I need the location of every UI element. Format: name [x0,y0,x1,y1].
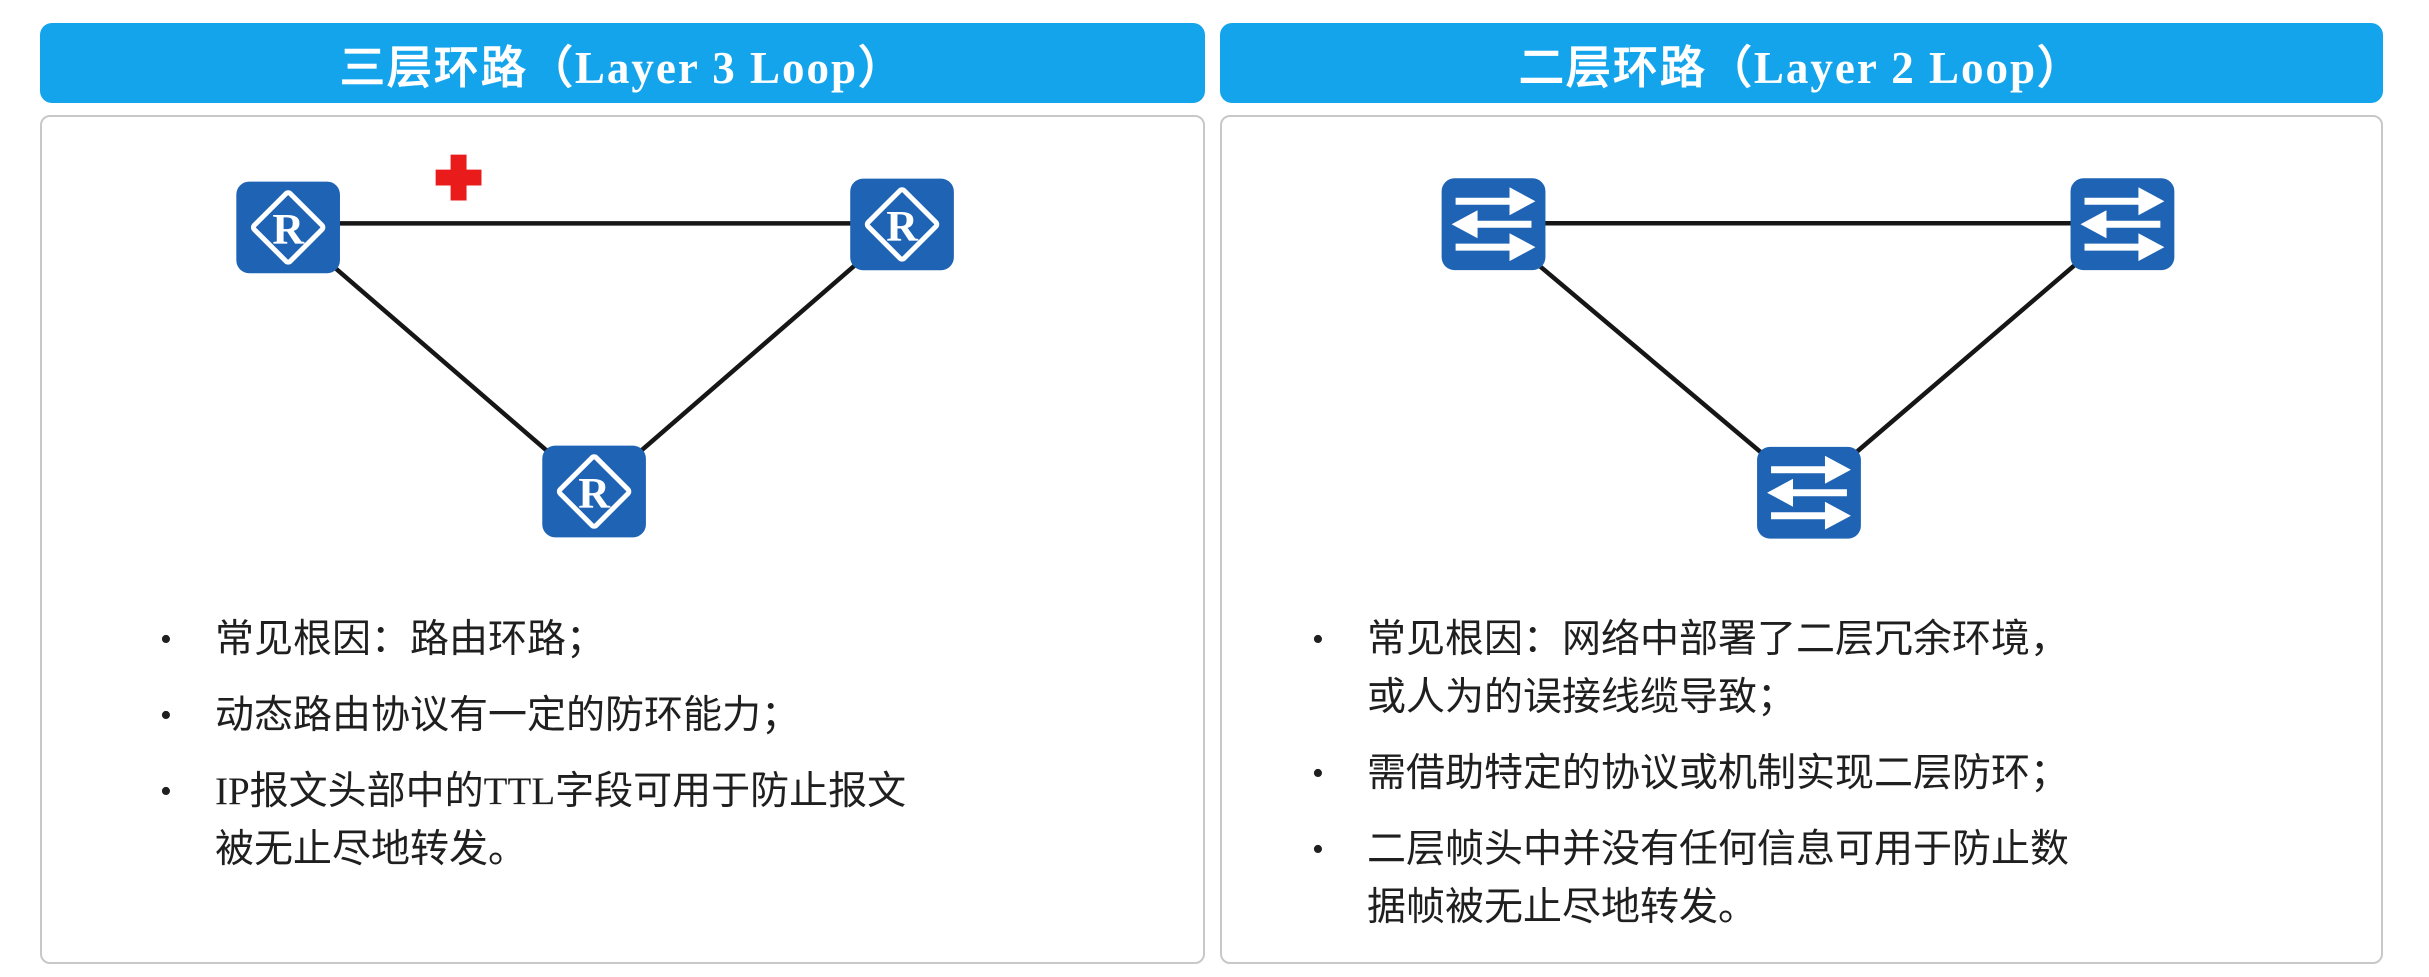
link-router2-router3 [592,222,904,494]
layer2-links [1492,220,2124,495]
switch-arrow-right [2084,187,2165,216]
switch-arrow-right [1771,455,1851,484]
switch-arrow-left [2080,210,2161,239]
layer2-panel-title: 二层环路（Layer 2 Loop） [1220,23,2383,103]
bullet-text: 需借助特定的协议或机制实现二层防环； [1367,752,2070,795]
layer3-panel-body: R R R • 常见根因：路由环路； • 动态路由协议 [40,115,1205,964]
router-icon: R [236,181,340,274]
bullet-marker: • [160,621,172,658]
bullet-marker: • [1312,831,1324,868]
link-switch1-switch3 [1492,225,1811,495]
bullet-text: 动态路由协议有一定的防环能力； [215,694,801,737]
bullet-marker: • [160,697,172,734]
router-icon-box [236,181,340,274]
switch-arrow-left [1767,478,1847,507]
switch-arrow-left [1451,210,1532,239]
layer3-topology-diagram: R R R [236,154,954,538]
bullet-marker: • [160,773,172,810]
bullet-text: IP报文头部中的TTL字段可用于防止报文 被无止尽地转发。 [215,770,907,871]
link-router1-router3 [286,225,596,494]
list-item: • 常见根因：路由环路； [42,611,1183,669]
switch-arrow-right [1455,233,1536,262]
router-letter: R [578,469,611,517]
router-icon-box [850,178,954,271]
switch-arrow-right [1455,187,1536,216]
layer3-bullet-list: • 常见根因：路由环路； • 动态路由协议有一定的防环能力； • IP报文头部中… [42,611,1183,897]
link-failure-cross-icon [435,154,482,201]
router-letter: R [272,205,305,253]
list-item: • 需借助特定的协议或机制实现二层防环； [1222,745,2361,803]
red-cross-shape [435,154,482,201]
layer2-topology-diagram [1441,178,2175,539]
list-item: • 二层帧头中并没有任何信息可用于防止数 据帧被无止尽地转发。 [1222,821,2361,937]
router-diamond [864,187,940,262]
link-switch2-switch3 [1807,222,2124,495]
router-letter: R [886,202,919,250]
list-item: • 动态路由协议有一定的防环能力； [42,687,1183,745]
list-item: • 常见根因：网络中部署了二层冗余环境， 或人为的误接线缆导致； [1222,611,2361,727]
layer2-panel: 二层环路（Layer 2 Loop） [1220,23,2383,964]
layer3-panel: 三层环路（Layer 3 Loop） R R R [40,23,1205,964]
switch-icon [1757,446,1861,539]
switch-arrow-right [2084,233,2165,262]
bullet-marker: • [1312,621,1324,658]
layer2-panel-body: • 常见根因：网络中部署了二层冗余环境， 或人为的误接线缆导致； • 需借助特定… [1220,115,2383,964]
router-icon-box [542,445,646,538]
layer3-panel-title: 三层环路（Layer 3 Loop） [40,23,1205,103]
list-item: • IP报文头部中的TTL字段可用于防止报文 被无止尽地转发。 [42,763,1183,879]
layer3-links [286,221,904,494]
router-icon: R [542,445,646,538]
bullet-marker: • [1312,755,1324,792]
switch-arrow-right [1771,501,1851,530]
switch-icon [1441,178,1546,271]
bullet-text: 常见根因：路由环路； [215,618,606,661]
layer2-bullet-list: • 常见根因：网络中部署了二层冗余环境， 或人为的误接线缆导致； • 需借助特定… [1222,611,2361,955]
router-diamond [556,454,632,529]
switch-icon [2070,178,2175,271]
bullet-text: 二层帧头中并没有任何信息可用于防止数 据帧被无止尽地转发。 [1367,828,2070,929]
router-icon: R [850,178,954,271]
router-diamond [250,190,326,265]
bullet-text: 常见根因：网络中部署了二层冗余环境， 或人为的误接线缆导致； [1367,618,2070,719]
